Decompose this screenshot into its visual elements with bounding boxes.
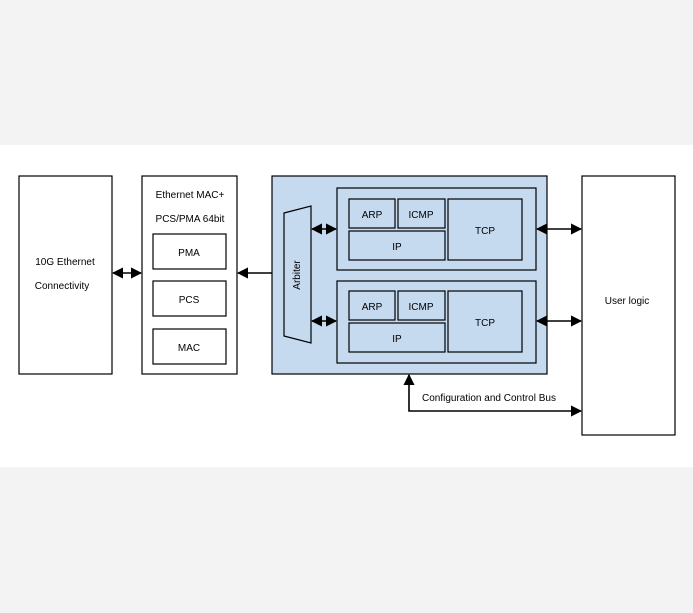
protocol-stack-top: ARP ICMP IP TCP [336,187,537,271]
pma-box [152,233,227,270]
tcp-label-top: TCP [475,226,495,237]
ethernet-label-line2: Connectivity [35,281,89,292]
arp-label-bottom: ARP [362,302,383,313]
arbiter-label: Arbiter [292,260,303,290]
icmp-label-top: ICMP [409,210,434,221]
configuration-control-bus-label: Configuration and Control Bus [422,393,556,404]
mac-label: MAC [178,343,200,354]
icmp-label-bottom: ICMP [409,302,434,313]
configuration-control-bus-arrow [403,373,583,417]
arp-label-top: ARP [362,210,383,221]
tcp-ip-offload-block: Arbiter ARP ICMP IP TCP ARP [271,175,548,375]
mac-block-title-line1: Ethernet MAC+ [156,190,225,201]
icmp-box-bottom [397,290,446,321]
tcp-box-top [447,198,523,261]
ethernet-mac-block: Ethernet MAC+ PCS/PMA 64bit PMA PCS MAC [141,175,238,375]
mac-box [152,328,227,365]
ip-label-top: IP [392,242,402,253]
icmp-box-top [397,198,446,229]
protocol-stack-bottom: ARP ICMP IP TCP [336,280,537,364]
pma-label: PMA [178,248,200,259]
arp-box-bottom [348,290,396,321]
tcp-label-bottom: TCP [475,318,495,329]
ethernet-connectivity-block: 10G Ethernet Connectivity [18,175,113,375]
tcp-box-bottom [447,290,523,353]
ip-box-top [348,230,446,261]
arp-box-top [348,198,396,229]
user-logic-label: User logic [605,296,649,307]
mac-block-title-line2: PCS/PMA 64bit [156,214,225,225]
user-logic-block: User logic [581,175,676,436]
ip-box-bottom [348,322,446,353]
ip-label-bottom: IP [392,334,402,345]
pcs-label: PCS [179,295,200,306]
ethernet-label-line1: 10G Ethernet [35,257,95,268]
arbiter-shape [283,205,312,344]
pcs-box [152,280,227,317]
